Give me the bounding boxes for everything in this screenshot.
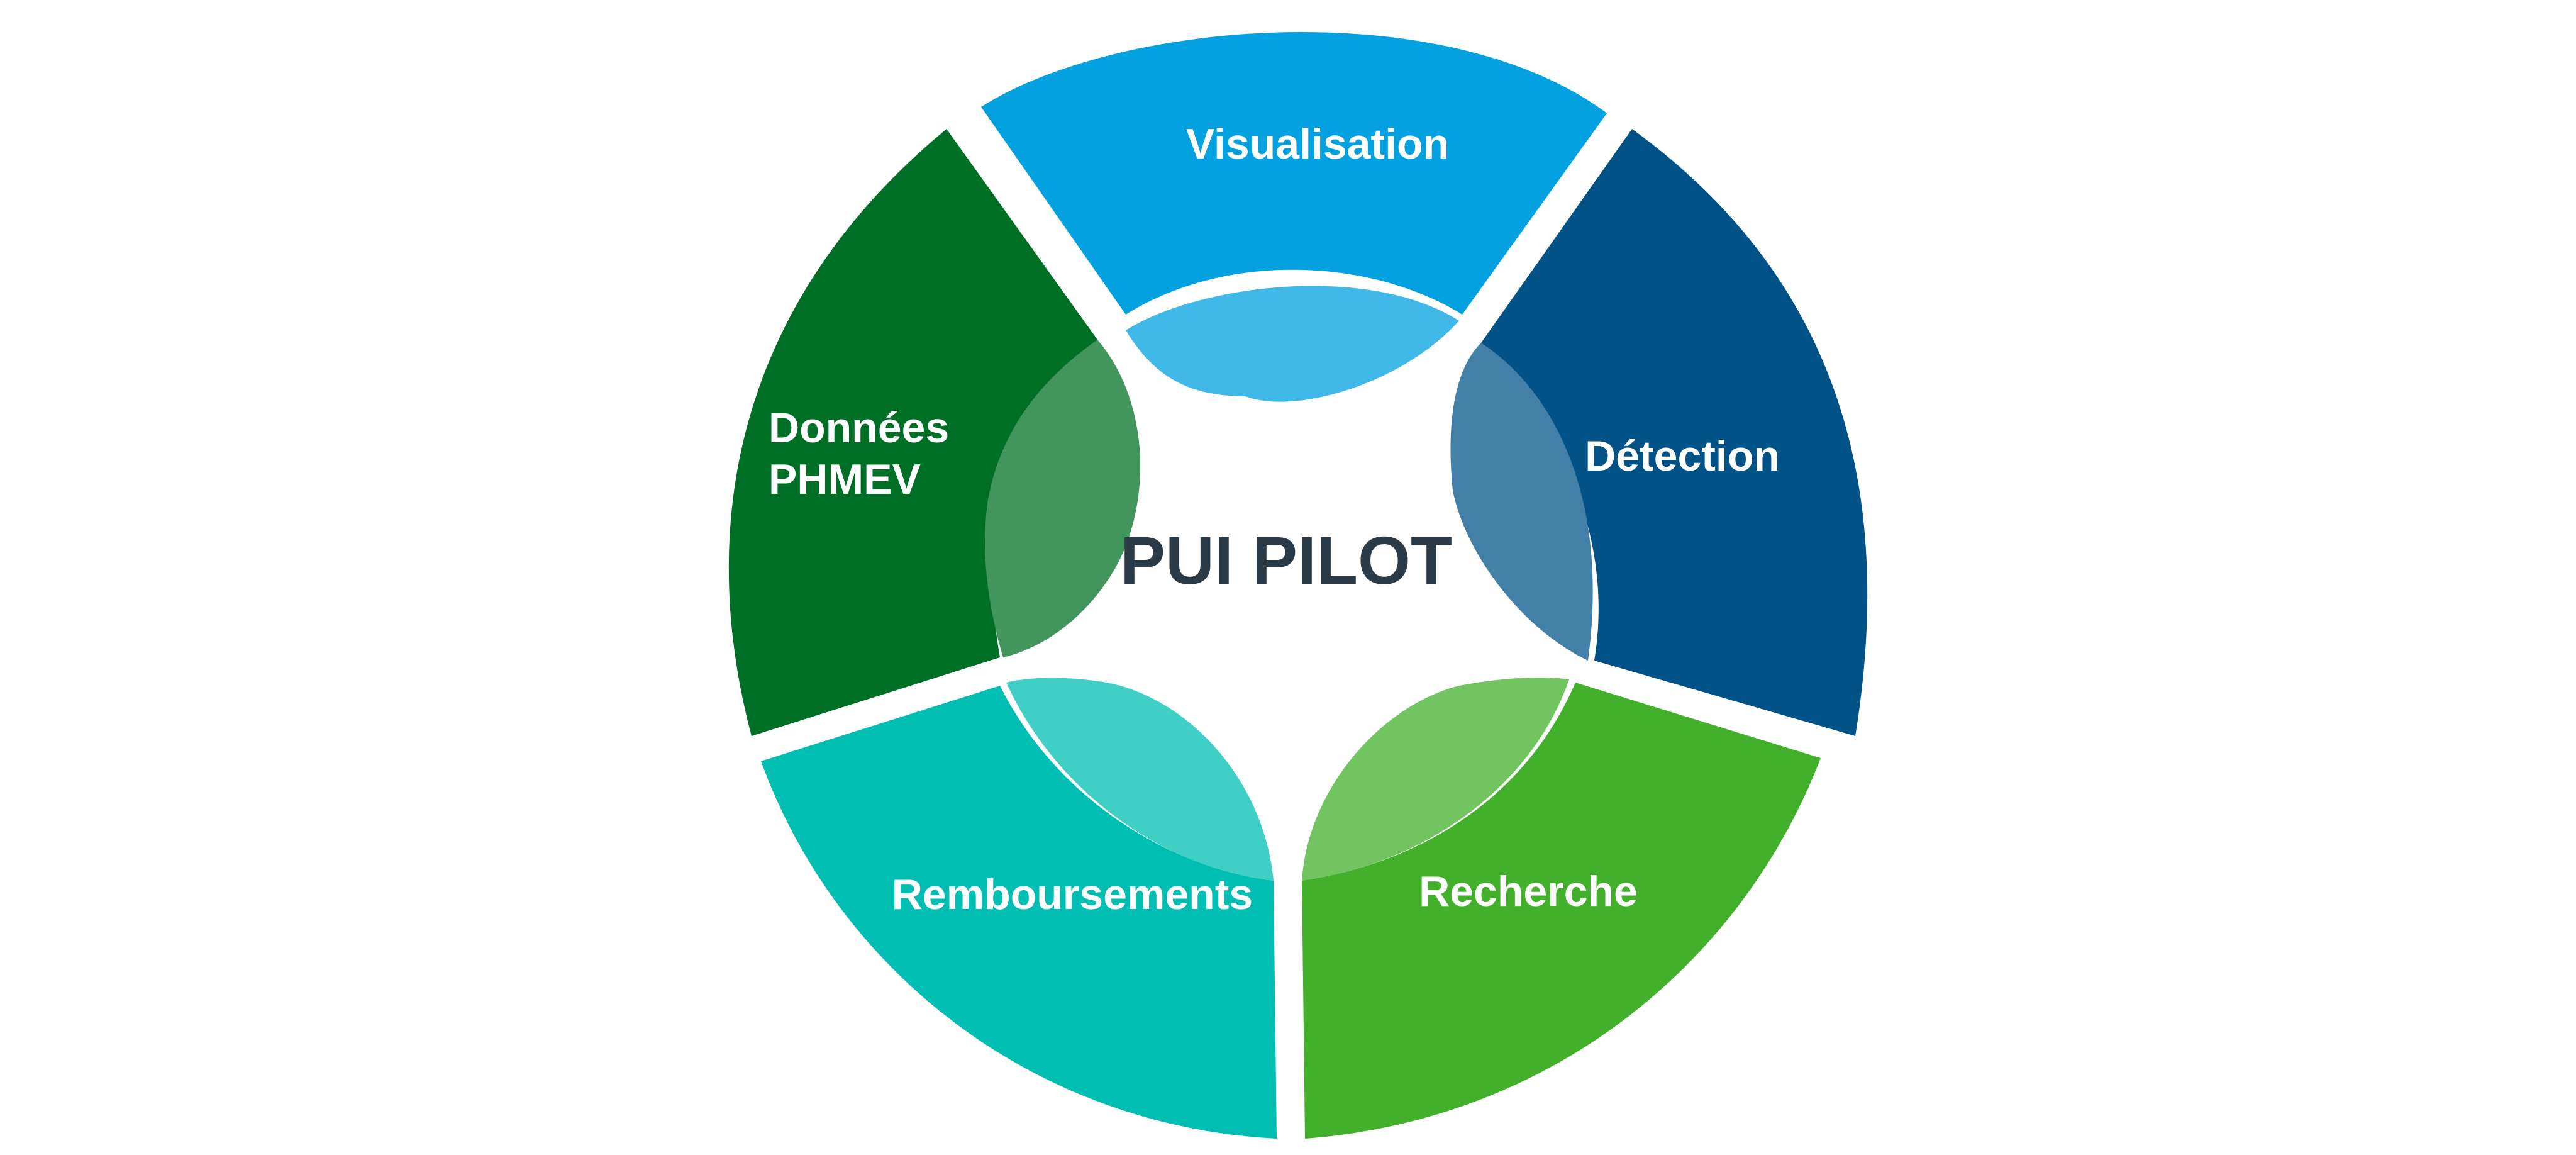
segment-remboursements-shape (761, 686, 1277, 1139)
segment-detection-label-line: Détection (1585, 432, 1780, 480)
segment-recherche[interactable]: Recherche (1302, 678, 1821, 1139)
segment-detection[interactable]: Détection (1450, 129, 1868, 736)
segment-detection-label: Détection (1585, 432, 1780, 480)
center-title: PUI PILOT (1120, 522, 1452, 598)
segment-donnees-phmev-label-line: PHMEV (769, 455, 921, 503)
segment-visualisation-label-line: Visualisation (1186, 120, 1449, 168)
segment-donnees-phmev-overlap (985, 340, 1141, 657)
segment-remboursements-label-line: Remboursements (892, 871, 1253, 918)
segment-remboursements[interactable]: Remboursements (761, 678, 1277, 1139)
segment-visualisation-overlap (1126, 286, 1459, 402)
segment-remboursements-label: Remboursements (892, 871, 1253, 918)
segment-detection-overlap (1450, 343, 1593, 661)
segment-remboursements-overlap (1006, 678, 1274, 881)
segment-detection-shape (1481, 129, 1868, 736)
segment-donnees-phmev-shape (728, 129, 1097, 736)
segment-recherche-overlap (1302, 678, 1569, 881)
segment-visualisation-label: Visualisation (1186, 120, 1449, 168)
segment-recherche-label-line: Recherche (1419, 868, 1638, 915)
segment-visualisation-shape (981, 31, 1607, 315)
segment-donnees-phmev-label-line: Données (769, 404, 949, 452)
segment-visualisation[interactable]: Visualisation (981, 31, 1607, 402)
segment-recherche-label: Recherche (1419, 868, 1638, 915)
segment-recherche-shape (1302, 683, 1821, 1139)
